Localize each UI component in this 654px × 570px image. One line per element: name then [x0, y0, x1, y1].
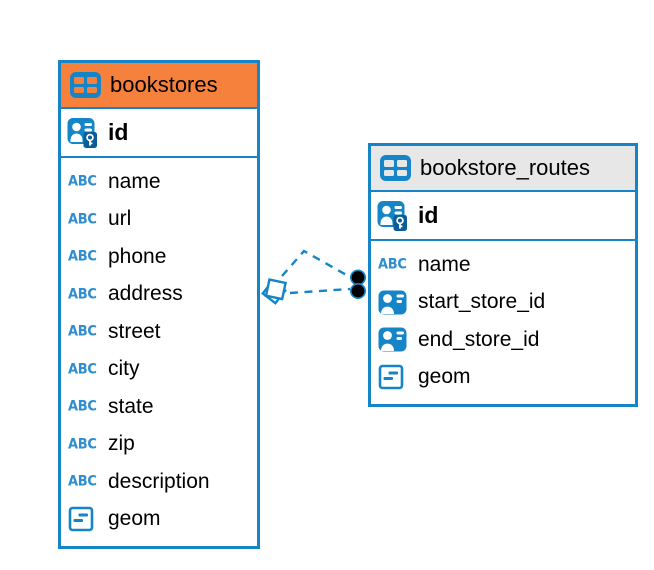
relationship-line-lower[interactable]	[289, 287, 351, 295]
column-name: name	[108, 169, 161, 193]
column-name: end_store_id	[418, 327, 540, 351]
column-name: geom	[108, 507, 161, 531]
table-header[interactable]: bookstores	[61, 63, 257, 109]
text-type-icon: ABC	[378, 256, 407, 273]
column-name: phone	[108, 244, 167, 268]
primary-key-icon	[377, 199, 411, 232]
column-name: street	[108, 319, 161, 343]
column-row-description[interactable]: ABC description	[61, 463, 257, 501]
entity-table-bookstore-routes[interactable]: bookstore_routes id ABC name start_store_i…	[368, 143, 638, 407]
table-icon	[380, 155, 411, 181]
table-icon	[70, 72, 101, 98]
column-name: url	[108, 207, 132, 231]
text-type-icon: ABC	[68, 436, 97, 453]
column-name: address	[108, 282, 183, 306]
text-type-icon: ABC	[68, 173, 97, 190]
column-row-name[interactable]: ABC name	[371, 246, 635, 284]
column-name: id	[108, 119, 129, 145]
column-name: city	[108, 357, 140, 381]
column-name: id	[418, 202, 439, 228]
column-row-geom[interactable]: geom	[371, 359, 635, 397]
column-row-zip[interactable]: ABC zip	[61, 426, 257, 464]
relationship-source-marker	[261, 278, 288, 305]
column-row-id[interactable]: id	[61, 109, 257, 158]
column-row-address[interactable]: ABC address	[61, 276, 257, 314]
column-name: description	[108, 469, 210, 493]
relationship-target-endpoints	[349, 269, 366, 299]
text-type-icon: ABC	[68, 323, 97, 340]
geometry-type-icon	[68, 506, 101, 532]
text-type-icon: ABC	[68, 473, 97, 490]
table-title: bookstores	[110, 72, 218, 97]
text-type-icon: ABC	[68, 398, 97, 415]
column-name: zip	[108, 432, 135, 456]
column-row-state[interactable]: ABC state	[61, 388, 257, 426]
table-header[interactable]: bookstore_routes	[371, 146, 635, 192]
foreign-key-icon	[378, 290, 411, 315]
column-row-street[interactable]: ABC street	[61, 313, 257, 351]
text-type-icon: ABC	[68, 286, 97, 303]
text-type-icon: ABC	[68, 248, 97, 265]
column-name: start_store_id	[418, 290, 546, 314]
relationship-line-upper[interactable]	[281, 249, 351, 279]
text-type-icon: ABC	[68, 361, 97, 378]
column-row-city[interactable]: ABC city	[61, 351, 257, 389]
column-name: geom	[418, 365, 471, 389]
geometry-type-icon	[378, 364, 411, 390]
column-row-end_store_id[interactable]: end_store_id	[371, 321, 635, 359]
column-name: name	[418, 252, 471, 276]
table-title: bookstore_routes	[420, 155, 590, 180]
primary-key-icon	[67, 116, 101, 149]
column-row-start_store_id[interactable]: start_store_id	[371, 284, 635, 322]
foreign-key-icon	[378, 327, 411, 352]
text-type-icon: ABC	[68, 211, 97, 228]
column-row-url[interactable]: ABC url	[61, 201, 257, 239]
column-name: state	[108, 394, 154, 418]
column-row-phone[interactable]: ABC phone	[61, 238, 257, 276]
column-row-geom[interactable]: geom	[61, 501, 257, 539]
column-row-id[interactable]: id	[371, 192, 635, 241]
column-row-name[interactable]: ABC name	[61, 163, 257, 201]
